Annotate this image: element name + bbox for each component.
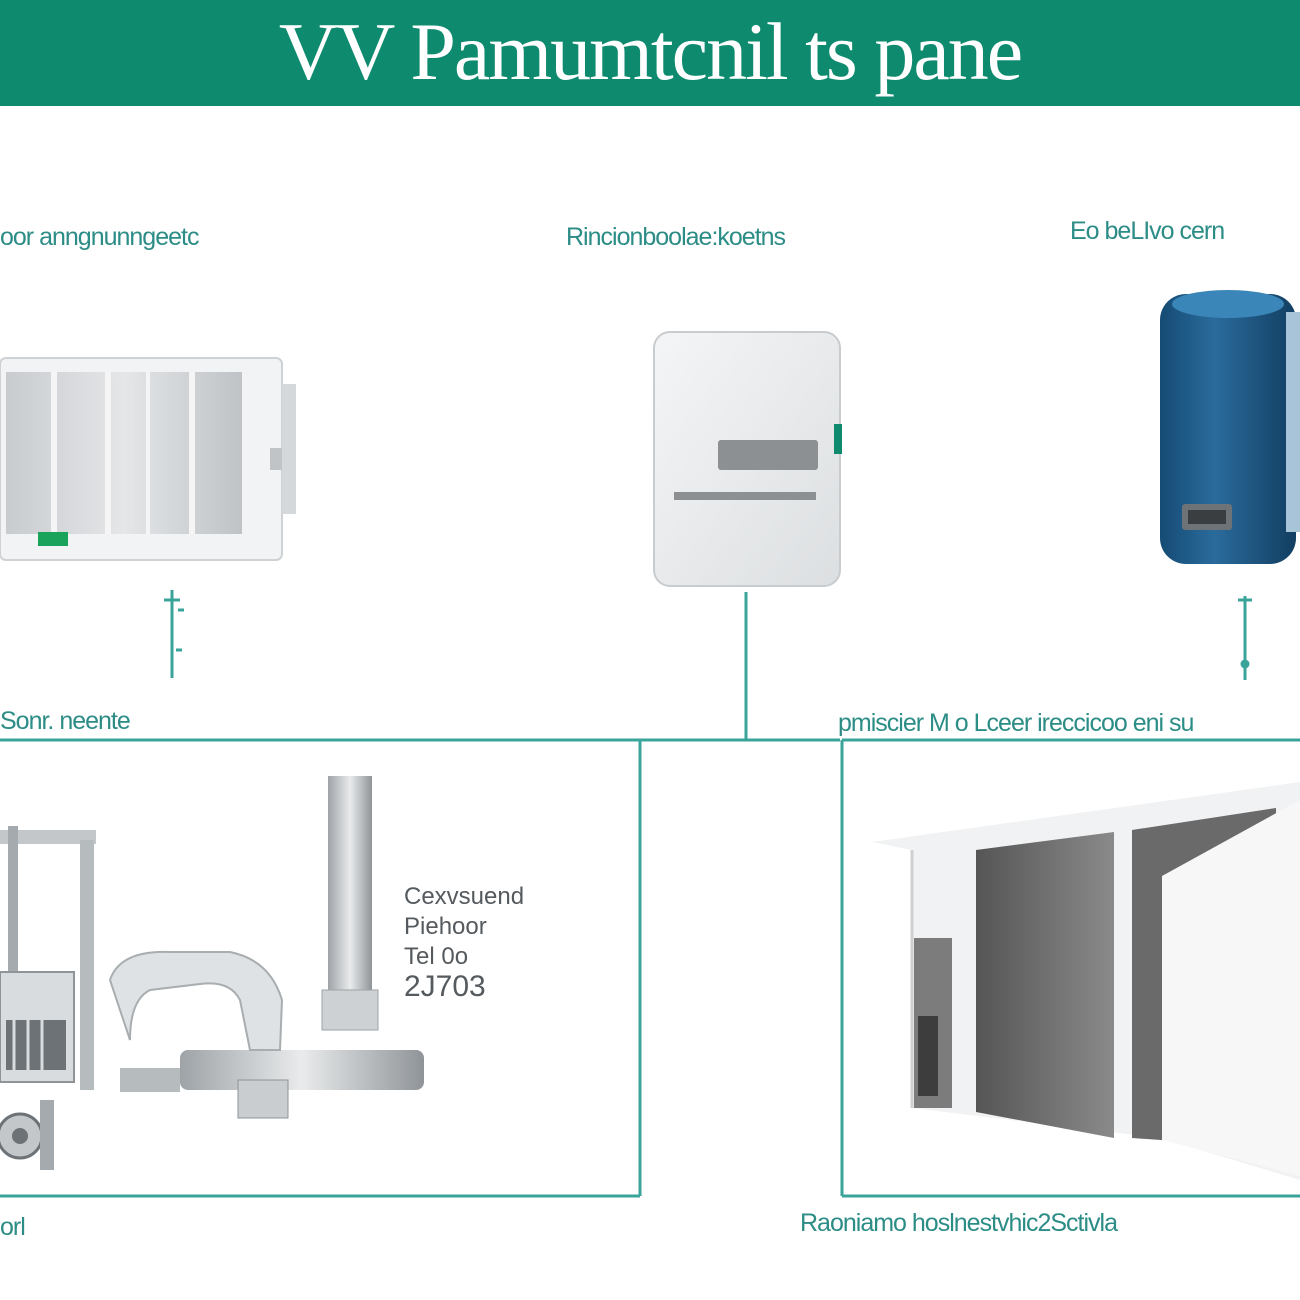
spec-line-3: Tel 0o: [404, 943, 469, 970]
header-banner: [0, 0, 1300, 106]
page-title: VV Pamumtcnil ts pane: [278, 6, 1023, 97]
label-mid-right: pmiscier M o Lceer ireccicoo eni su: [838, 709, 1194, 737]
connector-lines: [0, 592, 1300, 1198]
label-top-left: oor anngnunngeetc: [0, 223, 199, 251]
label-bottom-left: orl: [0, 1213, 26, 1241]
spec-line-1: Cexvsuend: [404, 883, 525, 910]
control-box-icon: [653, 331, 842, 587]
label-top-center: Rincionboolae:koetns: [566, 223, 786, 251]
spec-line-4: 2J703: [404, 970, 486, 1003]
label-top-right: Eo beLIvo cern: [1070, 217, 1225, 245]
sensor-probe-right: [1238, 596, 1252, 680]
status-indicator: [38, 532, 68, 546]
sensor-probe-left: [164, 590, 184, 678]
spec-line-2: Piehoor: [404, 913, 487, 940]
room-interior-icon: [872, 782, 1300, 1180]
plant-machinery-icon: [0, 776, 424, 1170]
water-pump-icon: [1160, 290, 1300, 564]
label-mid-left: Sonr. neente: [0, 707, 131, 735]
air-handler-icon: [0, 357, 296, 561]
label-bottom-right: Raoniamo hoslnestvhic2Sctivla: [800, 1209, 1118, 1237]
